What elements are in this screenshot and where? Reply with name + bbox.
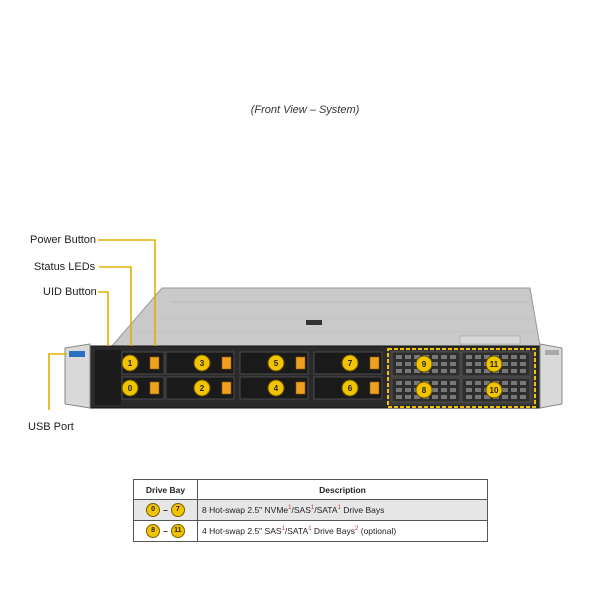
uid-button-label: UID Button [43, 286, 97, 298]
drive-latch [221, 381, 232, 395]
drive-latch [149, 356, 160, 370]
svg-text:9: 9 [422, 360, 427, 369]
bay-range: 8–11 [133, 520, 198, 542]
drive-tray[interactable]: 6 [313, 376, 383, 400]
drive-tray[interactable]: 3 [165, 351, 235, 375]
right-rack-ear [539, 343, 563, 409]
svg-text:6: 6 [348, 384, 353, 393]
drive-bay-number: 9 [415, 355, 433, 373]
drive-bay-number: 1 [121, 354, 139, 372]
header-description: Description [197, 479, 488, 500]
left-rack-ear [64, 343, 91, 409]
drive-tray[interactable]: 0 [121, 376, 165, 400]
drive-bay-number: 11 [485, 355, 503, 373]
table-row: 8–11 4 Hot-swap 2.5" SAS1/SATA1 Drive Ba… [133, 520, 488, 542]
usb-port-label: USB Port [28, 421, 74, 433]
header-drive-bay: Drive Bay [133, 479, 198, 500]
table-header-row: Drive Bay Description [133, 479, 488, 500]
bay-range: 0–7 [133, 499, 198, 521]
drive-bay-number: 8 [415, 381, 433, 399]
drive-bay-number: 6 [341, 379, 359, 397]
svg-text:3: 3 [200, 359, 205, 368]
bay-number-badge: 7 [170, 503, 185, 517]
drive-tray[interactable]: 2 [165, 376, 235, 400]
drive-bay-number: 10 [485, 381, 503, 399]
chassis-latch [306, 320, 322, 325]
drive-tray[interactable]: 10 [461, 377, 531, 403]
range-dash: – [163, 505, 168, 515]
drive-latch [295, 356, 306, 370]
table-row: 0–7 8 Hot-swap 2.5" NVMe1/SAS1/SATA1 Dri… [133, 499, 488, 521]
drive-bay-number: 4 [267, 379, 285, 397]
drive-latch [369, 381, 380, 395]
svg-text:0: 0 [128, 384, 133, 393]
service-label [459, 335, 521, 345]
drive-latch [295, 381, 306, 395]
svg-text:2: 2 [200, 384, 205, 393]
drive-tray[interactable]: 4 [239, 376, 309, 400]
drive-tray[interactable]: 9 [391, 351, 461, 377]
usb-port [69, 351, 85, 357]
drive-tray[interactable]: 8 [391, 377, 461, 403]
drive-bay-number: 2 [193, 379, 211, 397]
svg-text:1: 1 [128, 359, 133, 368]
bay-number-badge: 11 [170, 524, 185, 538]
svg-text:7: 7 [348, 359, 353, 368]
bay-number-badge: 8 [146, 524, 161, 538]
range-dash: – [163, 526, 168, 536]
svg-text:10: 10 [490, 386, 499, 395]
svg-text:5: 5 [274, 359, 279, 368]
drive-bay-number: 3 [193, 354, 211, 372]
bay-description: 4 Hot-swap 2.5" SAS1/SATA1 Drive Bays2 (… [197, 520, 488, 542]
drive-tray[interactable]: 5 [239, 351, 309, 375]
drive-tray[interactable]: 1 [121, 351, 165, 375]
nvme-drive-bays: 1 0 3 2 5 4 7 6 [121, 351, 383, 400]
usb-port-leader [48, 353, 67, 410]
power-button-label: Power Button [30, 234, 97, 246]
drive-tray[interactable]: 7 [313, 351, 383, 375]
bay-number-badge: 0 [146, 503, 161, 517]
status-leds-leader [99, 266, 132, 346]
bay-description: 8 Hot-swap 2.5" NVMe1/SAS1/SATA1 Drive B… [197, 499, 488, 521]
status-leds-label: Status LEDs [34, 261, 96, 273]
drive-bay-number: 5 [267, 354, 285, 372]
control-panel [95, 350, 121, 405]
figure-caption: (Front View – System) [250, 104, 360, 116]
drive-bay-table: Drive Bay Description 0–7 8 Hot-swap 2.5… [133, 479, 488, 542]
sas-highlight-frame [387, 348, 536, 408]
drive-latch [149, 381, 160, 395]
svg-text:8: 8 [422, 386, 427, 395]
power-button-leader [98, 239, 156, 346]
uid-button-leader [98, 291, 109, 346]
svg-text:11: 11 [490, 360, 499, 369]
sas-sata-drive-bays: 9 11 8 10 [391, 351, 531, 403]
drive-latch [221, 356, 232, 370]
svg-text:4: 4 [274, 384, 279, 393]
drive-bay-number: 0 [121, 379, 139, 397]
drive-bay-number: 7 [341, 354, 359, 372]
drive-tray[interactable]: 11 [461, 351, 531, 377]
right-ear-badge [545, 350, 559, 355]
drive-latch [369, 356, 380, 370]
